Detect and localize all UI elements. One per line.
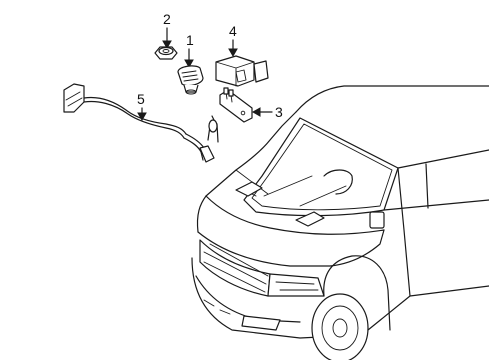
callout-4-label: 4	[229, 23, 237, 39]
module-part	[215, 55, 269, 87]
callout-5-arrowhead	[137, 112, 147, 122]
bracket-clip-a	[223, 87, 229, 95]
harness-sensor-tip	[208, 119, 218, 133]
callout-5: 5	[137, 91, 147, 122]
nut-part	[154, 46, 178, 60]
callout-4-arrowhead	[228, 48, 238, 58]
bracket-part	[219, 87, 253, 123]
harness-wire-a	[83, 96, 187, 135]
van-bumper-outline	[191, 257, 341, 339]
van-side-mirror	[369, 211, 385, 229]
nut-top	[158, 46, 174, 56]
van-window-divider	[425, 163, 429, 209]
nut-hole	[162, 49, 170, 53]
van-wipers	[263, 175, 347, 207]
callout-1-label: 1	[186, 32, 194, 48]
module-edges	[215, 61, 255, 87]
callout-5-label: 5	[137, 91, 145, 107]
callout-3-arrowhead	[251, 107, 261, 117]
van-grille-top-line	[197, 229, 385, 267]
van-a-pillar-line	[205, 111, 297, 197]
harness-wire-d	[183, 137, 204, 161]
van-hood-front-edge	[205, 195, 385, 235]
van-headlight	[267, 273, 325, 297]
bracket-plate	[219, 89, 253, 123]
callout-3-label: 3	[275, 104, 283, 120]
callout-2-arrowhead	[162, 40, 172, 50]
harness-part	[63, 83, 219, 163]
bracket-clip-b	[228, 89, 234, 97]
van-hood-vent-right	[295, 211, 325, 227]
module-box	[215, 55, 255, 87]
van-rocker-line	[367, 285, 489, 331]
van-door-front-edge	[397, 167, 411, 297]
van-windshield-inner	[251, 123, 393, 211]
vehicle-illustration	[191, 85, 489, 360]
harness-wire-b	[83, 100, 185, 139]
module-cutout	[235, 69, 247, 83]
van-tire	[311, 293, 369, 360]
callout-2: 2	[162, 11, 172, 50]
bracket-hole	[240, 110, 246, 116]
van-headlight-detail	[275, 281, 319, 291]
harness-end-clip	[199, 145, 215, 163]
callout-1: 1	[184, 32, 194, 69]
van-wheel-arch	[323, 255, 391, 331]
sensor-ribs	[181, 70, 199, 82]
van-interior-mirror	[323, 169, 353, 195]
van-roof-front	[295, 85, 489, 113]
van-side-window-top	[397, 149, 489, 169]
harness-connector-block	[63, 83, 85, 113]
sensor-foot	[185, 89, 197, 95]
van-grille-bars	[203, 243, 269, 293]
van-beltline	[383, 199, 489, 211]
van-rim	[321, 305, 359, 351]
callout-1-arrowhead	[184, 59, 194, 69]
van-front-left-edge	[196, 195, 207, 233]
van-hub	[332, 318, 348, 338]
callout-2-label: 2	[163, 11, 171, 27]
sensor-part	[177, 65, 204, 95]
module-connector	[253, 60, 269, 83]
callout-3: 3	[251, 104, 283, 120]
callout-4: 4	[228, 23, 238, 58]
van-hood-vent-left	[235, 181, 263, 197]
van-fog-light	[241, 315, 281, 331]
harness-sensor-wire	[211, 115, 215, 121]
harness-connector-ribs	[65, 91, 83, 107]
van-bumper-slots	[203, 299, 231, 315]
